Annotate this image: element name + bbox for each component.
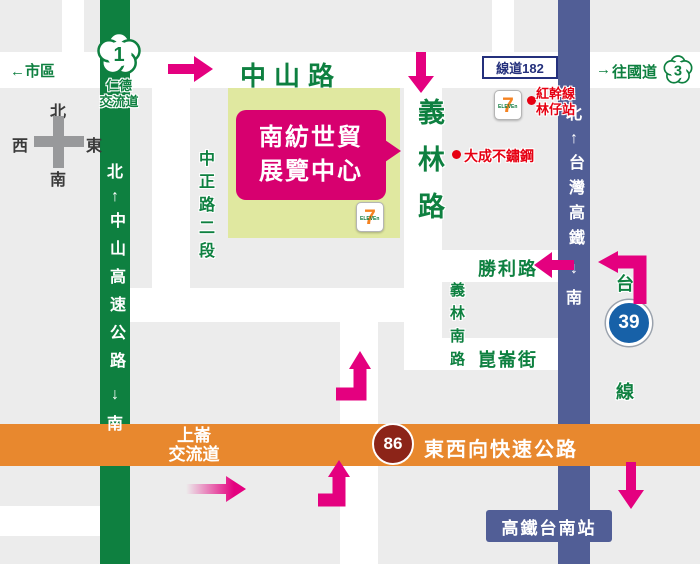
shanglun-line2: 交流道: [168, 445, 220, 464]
highway39-shield-icon: 39: [606, 300, 652, 346]
route-arrow-bend-left-icon: [598, 251, 647, 304]
zhongzheng-road-surface: [152, 88, 190, 322]
side-street: [62, 0, 84, 52]
shanglun-interchange-label: 上崙 交流道: [152, 426, 236, 464]
north-label: 北: [565, 106, 582, 123]
red-line-bus-stop-label: 紅幹線 林仔站: [536, 86, 575, 118]
route-arrow-bend-up-icon: [336, 351, 371, 401]
up-arrow-icon: ↑: [570, 130, 578, 147]
venue-callout: 南紡世貿 展覽中心: [236, 110, 401, 200]
freeway1-labels: 北 ↑ 中山高速公路 ↓ 南: [100, 158, 130, 434]
shanglun-line1: 上崙: [177, 426, 211, 445]
seven-icon-wordmark: ELEVEn: [498, 104, 518, 110]
route-arrow-left-icon: [534, 252, 574, 278]
freeway1-name: 中山高速公路: [107, 212, 124, 380]
kunlun-road-surface: [404, 338, 562, 370]
red-line-label-line2: 林仔站: [536, 102, 576, 117]
venue-name-line2: 展覽中心: [259, 158, 363, 185]
to-city-label: ←市區: [10, 63, 56, 80]
south-label: 南: [565, 290, 582, 307]
red-line-label-line1: 紅幹線: [536, 86, 576, 101]
seven-icon-numeral: 7: [364, 205, 376, 229]
route-arrow-bend-up-icon: [318, 460, 350, 507]
route-arrow-down-icon: [408, 52, 434, 93]
freeway1-surface: [100, 0, 130, 564]
side-street: [0, 506, 100, 536]
route-arrow-fade-right-icon: [186, 476, 246, 502]
callout-tail: [385, 140, 401, 162]
freeway1-number: 1: [113, 44, 124, 66]
up-arrow-icon: ↑: [111, 188, 119, 205]
rende-line2: 交流道: [99, 94, 139, 109]
route-arrow-right-icon: [168, 56, 213, 82]
tai39-suffix-label: 線: [616, 382, 634, 402]
yilin-road-label: 義林路: [414, 98, 444, 239]
zhongzheng-road-label: 中正路二段: [196, 150, 213, 265]
poi-dot-icon: [452, 150, 461, 159]
hsr-tainan-station-label: 高鐵台南站: [486, 510, 612, 542]
north-label: 北: [106, 164, 123, 181]
yilin-road-surface: [404, 52, 442, 370]
to-freeway3-label: 往國道: [612, 64, 658, 81]
compass-west: 西: [12, 138, 29, 155]
seven-icon-wordmark: ELEVEn: [360, 216, 380, 222]
zhongshan-road-label: 中山路: [240, 61, 343, 91]
bus-stop-dot-icon: [527, 96, 536, 105]
tai39-prefix-label: 台: [616, 274, 634, 294]
freeway3-shield-icon: 3: [663, 55, 693, 84]
compass-cross-horizontal: [34, 136, 84, 147]
county-route-182-sign: 線道182: [482, 56, 558, 79]
route-arrow-down-icon: [618, 462, 644, 509]
seven-eleven-icon: 7 ELEVEn: [494, 90, 522, 120]
seven-icon-numeral: 7: [502, 93, 514, 117]
seven-eleven-icon: 7 ELEVEn: [356, 202, 384, 232]
expressway86-name-label: 東西向快速公路: [424, 439, 578, 461]
venue-name-line1: 南紡世貿: [259, 124, 363, 151]
right-arrow-icon: →: [596, 61, 611, 78]
hsr-line-name: 台灣高鐵: [566, 154, 583, 254]
hsr-line-surface: [558, 0, 590, 564]
freeway3-number: 3: [674, 63, 682, 79]
rende-line1: 仁德: [105, 78, 132, 93]
dacheng-steel-label: 大成不鏽鋼: [464, 148, 534, 164]
yilin-south-road-label: 義林南路: [448, 282, 465, 374]
middle-road-surface: [130, 288, 442, 322]
south-road-surface: [340, 464, 378, 564]
rende-interchange-label: 仁德 交流道: [86, 78, 152, 110]
down-arrow-icon: ↓: [570, 260, 578, 277]
freeway1-shield-icon: 1: [97, 31, 141, 75]
compass-south: 南: [50, 172, 67, 189]
south-label: 南: [106, 416, 123, 433]
shengli-road-label: 勝利路: [478, 259, 538, 279]
compass-east: 東: [86, 138, 103, 155]
expressway86-shield-icon: 86: [372, 423, 414, 465]
hsr-line-labels: 北 ↑ 台灣高鐵 ↓ 南: [558, 100, 590, 308]
kunlun-street-label: 崑崙街: [478, 350, 538, 370]
side-street: [492, 0, 514, 52]
down-arrow-icon: ↓: [111, 386, 119, 403]
compass: 北 西 東 南: [12, 98, 104, 189]
expressway86-surface: [0, 424, 700, 466]
